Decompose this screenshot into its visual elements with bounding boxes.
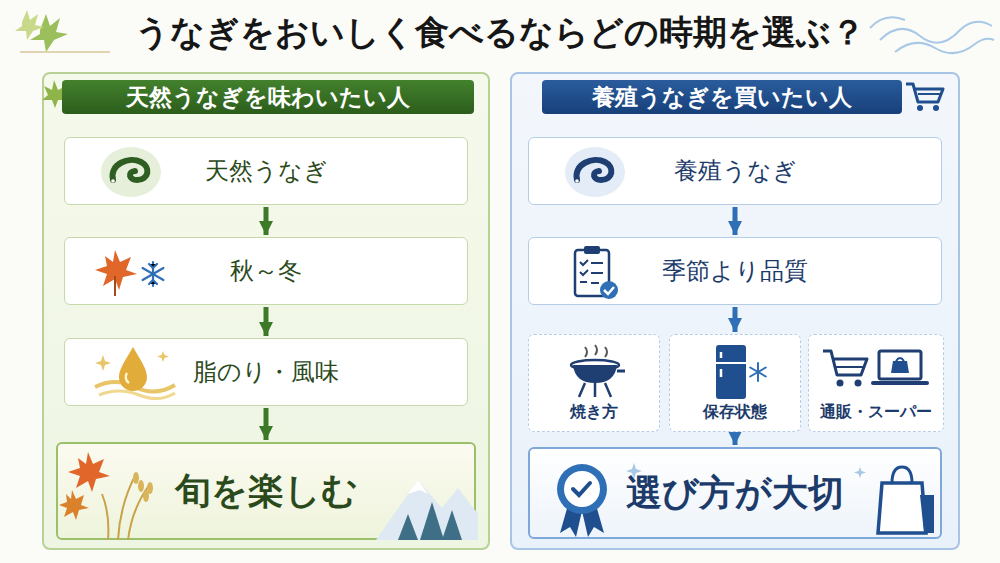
process-box: 季節より品質 — [528, 237, 942, 305]
process-box: 秋～冬 — [64, 237, 468, 305]
factor-box: 焼き方 — [528, 334, 660, 432]
title-waves — [870, 17, 994, 53]
factor-box: 通販・スーパー — [808, 334, 944, 432]
flow-arrow — [733, 307, 738, 332]
factor-box: 保存状態 — [669, 334, 801, 432]
fridge-icon — [708, 343, 768, 401]
process-box: 養殖うなぎ — [528, 137, 942, 205]
panel-heading: 養殖うなぎを買いたい人 — [542, 80, 902, 114]
flow-arrow — [264, 408, 269, 440]
cart-laptop-icon — [821, 345, 931, 397]
leaf-snow-icon — [91, 246, 171, 298]
flow-arrow — [733, 434, 738, 445]
result-box: 旬を楽しむ — [56, 442, 476, 540]
step-label: 天然うなぎ — [205, 155, 328, 187]
process-box: 脂のり・風味 — [64, 338, 468, 406]
group-panel: 天然うなぎ 秋～冬 脂のり・風味 旬を楽しむ 天然うなぎを味わいたい人 — [42, 72, 490, 550]
cart-icon — [904, 80, 946, 114]
eel-icon — [99, 144, 163, 200]
flow-arrow — [264, 207, 269, 235]
step-label: 秋～冬 — [230, 255, 302, 287]
checklist-icon — [569, 244, 621, 302]
oil-drop-icon — [91, 343, 177, 403]
step-label: 季節より品質 — [662, 255, 808, 287]
step-label: 脂のり・風味 — [193, 356, 339, 388]
factor-label: 保存状態 — [703, 402, 767, 423]
title-leaves — [15, 10, 110, 52]
diagram-title: うなぎをおいしく食べるならどの時期を選ぶ？ — [0, 10, 1000, 56]
grill-icon — [563, 343, 627, 399]
flow-arrow — [733, 207, 738, 235]
group-panel: 養殖うなぎ 季節より品質 焼き方 保存状態 通販・スーパー — [510, 72, 960, 550]
process-box: 天然うなぎ — [64, 137, 468, 205]
result-box: 選び方が大切 — [528, 447, 942, 539]
flow-arrow — [264, 307, 269, 336]
panel-heading: 天然うなぎを味わいたい人 — [62, 80, 474, 114]
eel-icon — [563, 144, 627, 200]
step-label: 養殖うなぎ — [674, 155, 797, 187]
result-label: 選び方が大切 — [626, 469, 844, 518]
factor-label: 焼き方 — [570, 402, 618, 423]
result-label: 旬を楽しむ — [175, 467, 358, 516]
factor-label: 通販・スーパー — [820, 402, 932, 423]
